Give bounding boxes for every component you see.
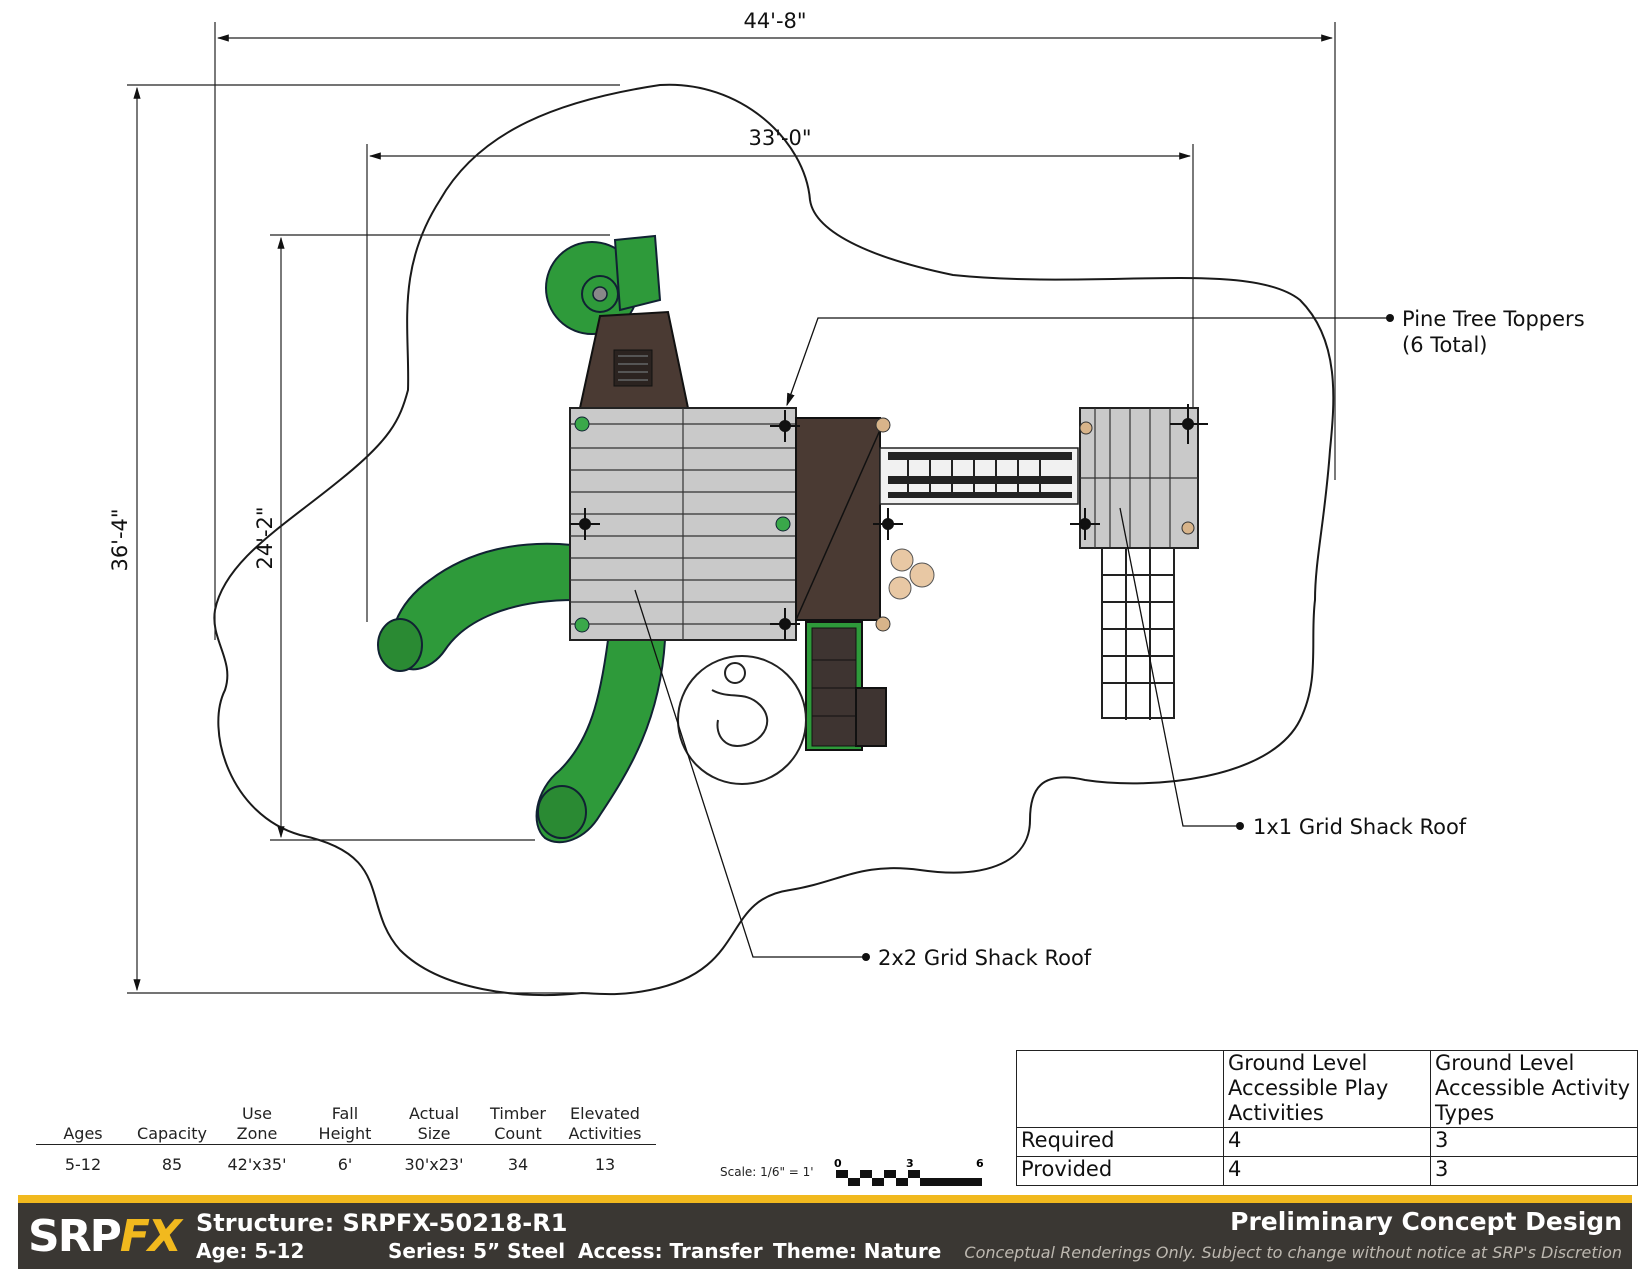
bridge: [879, 447, 1079, 505]
header-b-line1: Ground Level: [1435, 1051, 1575, 1075]
callout-1x1-shack: 1x1 Grid Shack Roof: [1119, 507, 1467, 839]
access-stairs: [805, 621, 887, 751]
structure-width-text: 33'-0": [748, 126, 811, 150]
spec-value-elevated-activities: 13: [594, 1155, 616, 1174]
overall-width-text: 44'-8": [743, 9, 806, 33]
overall-depth-dimension: 36'-4": [108, 84, 620, 994]
main-deck: [569, 407, 797, 641]
structure-width-dimension: 33'-0": [366, 126, 1194, 622]
spec-header-actual-size: Actual Size: [408, 1104, 460, 1143]
curved-slide-bottom: [535, 639, 667, 844]
row-value-b: 3: [1430, 1156, 1638, 1186]
header-a-line1: Ground Level: [1228, 1051, 1368, 1075]
scale-tick-0: 0: [834, 1157, 842, 1170]
logo-srp: SRP: [28, 1211, 122, 1262]
callout-1x1-text: 1x1 Grid Shack Roof: [1253, 815, 1467, 839]
spec-header-capacity: Capacity: [137, 1124, 207, 1143]
accessibility-header-play-activities: Ground Level Accessible Play Activities: [1223, 1050, 1431, 1128]
header-a-line2: Accessible Play: [1228, 1076, 1389, 1100]
spec-header-ages: Ages: [63, 1124, 103, 1143]
disclaimer: Conceptual Renderings Only. Subject to c…: [964, 1243, 1622, 1262]
row-label: Provided: [1016, 1156, 1224, 1186]
spec-header-row: Ages Capacity Use Zone Fall Height Actua…: [36, 1098, 656, 1145]
pine-tree-toppers: [570, 404, 1208, 640]
climbing-net: [1101, 547, 1175, 720]
curved-slide-left: [377, 542, 577, 672]
spec-value-ages: 5-12: [64, 1155, 102, 1174]
accessibility-row-provided: Provided 4 3: [1016, 1156, 1638, 1186]
overall-depth-text: 36'-4": [108, 508, 132, 571]
spec-table: Ages Capacity Use Zone Fall Height Actua…: [36, 1098, 656, 1175]
tower-roof: [578, 310, 690, 409]
overall-width-dimension: 44'-8": [214, 9, 1336, 640]
accessibility-corner-cell: [1016, 1050, 1224, 1128]
callout-pine-line2: (6 Total): [1402, 333, 1487, 357]
ground-spinner: [677, 655, 807, 785]
logo-fx: FX: [119, 1211, 182, 1262]
spec-value-capacity: 85: [161, 1155, 183, 1174]
spec-value-row: 5-12 85 42'x35' 6' 30'x23' 34 13: [36, 1155, 656, 1175]
callout-2x2-shack: 2x2 Grid Shack Roof: [634, 589, 1092, 970]
spec-header-timber-count: Timber Count: [490, 1104, 546, 1143]
stepping-stumps: [888, 548, 935, 600]
spec-header-fall-height: Fall Height: [318, 1104, 372, 1143]
srpfx-logo: SRPFX: [28, 1211, 182, 1262]
use-zone-outline: [213, 83, 1335, 997]
spec-header-elevated-activities: Elevated Activities: [568, 1104, 642, 1143]
header-b-line3: Types: [1435, 1101, 1495, 1125]
row-label: Required: [1016, 1127, 1224, 1157]
callout-pine-tree-toppers: Pine Tree Toppers (6 Total): [786, 307, 1585, 407]
small-deck: [1079, 407, 1199, 549]
structure-depth-dimension: 24'-2": [253, 234, 610, 841]
callout-2x2-text: 2x2 Grid Shack Roof: [878, 946, 1092, 970]
access-type: Access: Transfer: [578, 1239, 763, 1263]
spec-value-actual-size: 30'x23': [404, 1155, 464, 1174]
row-value-b: 3: [1430, 1127, 1638, 1157]
preliminary-concept-title: Preliminary Concept Design: [1230, 1207, 1622, 1236]
header-a-line3: Activities: [1228, 1101, 1324, 1125]
accessibility-header-row: Ground Level Accessible Play Activities …: [1016, 1050, 1638, 1128]
header-b-line2: Accessible Activity: [1435, 1076, 1631, 1100]
shack-panel: [795, 417, 891, 632]
scale-label: Scale: 1/6" = 1': [720, 1165, 814, 1179]
playground-plan-drawing: 44'-8" 33'-0" 36'-4" 24'-2": [108, 9, 1585, 997]
spiral-slide: [545, 234, 662, 335]
row-value-a: 4: [1223, 1127, 1431, 1157]
callout-pine-line1: Pine Tree Toppers: [1402, 307, 1585, 331]
scale-bar: 0 3 6: [834, 1157, 984, 1186]
scale-tick-6: 6: [976, 1157, 984, 1170]
series: Series: 5” Steel: [388, 1239, 566, 1263]
title-bar: SRPFX Structure: SRPFX-50218-R1 Age: 5-1…: [18, 1195, 1632, 1269]
scale-tick-3: 3: [906, 1157, 914, 1170]
theme: Theme: Nature: [773, 1239, 942, 1263]
row-value-a: 4: [1223, 1156, 1431, 1186]
structure-depth-text: 24'-2": [253, 506, 277, 569]
structure-id: Structure: SRPFX-50218-R1: [196, 1209, 568, 1237]
accessibility-table: Ground Level Accessible Play Activities …: [1016, 1050, 1638, 1186]
spec-header-use-zone: Use Zone: [236, 1104, 278, 1143]
accessibility-row-required: Required 4 3: [1016, 1127, 1638, 1157]
accessibility-header-activity-types: Ground Level Accessible Activity Types: [1430, 1050, 1638, 1128]
age-range: Age: 5-12: [196, 1239, 305, 1263]
spec-value-timber-count: 34: [507, 1155, 529, 1174]
spec-value-use-zone: 42'x35': [227, 1155, 287, 1174]
spec-value-fall-height: 6': [337, 1155, 353, 1174]
